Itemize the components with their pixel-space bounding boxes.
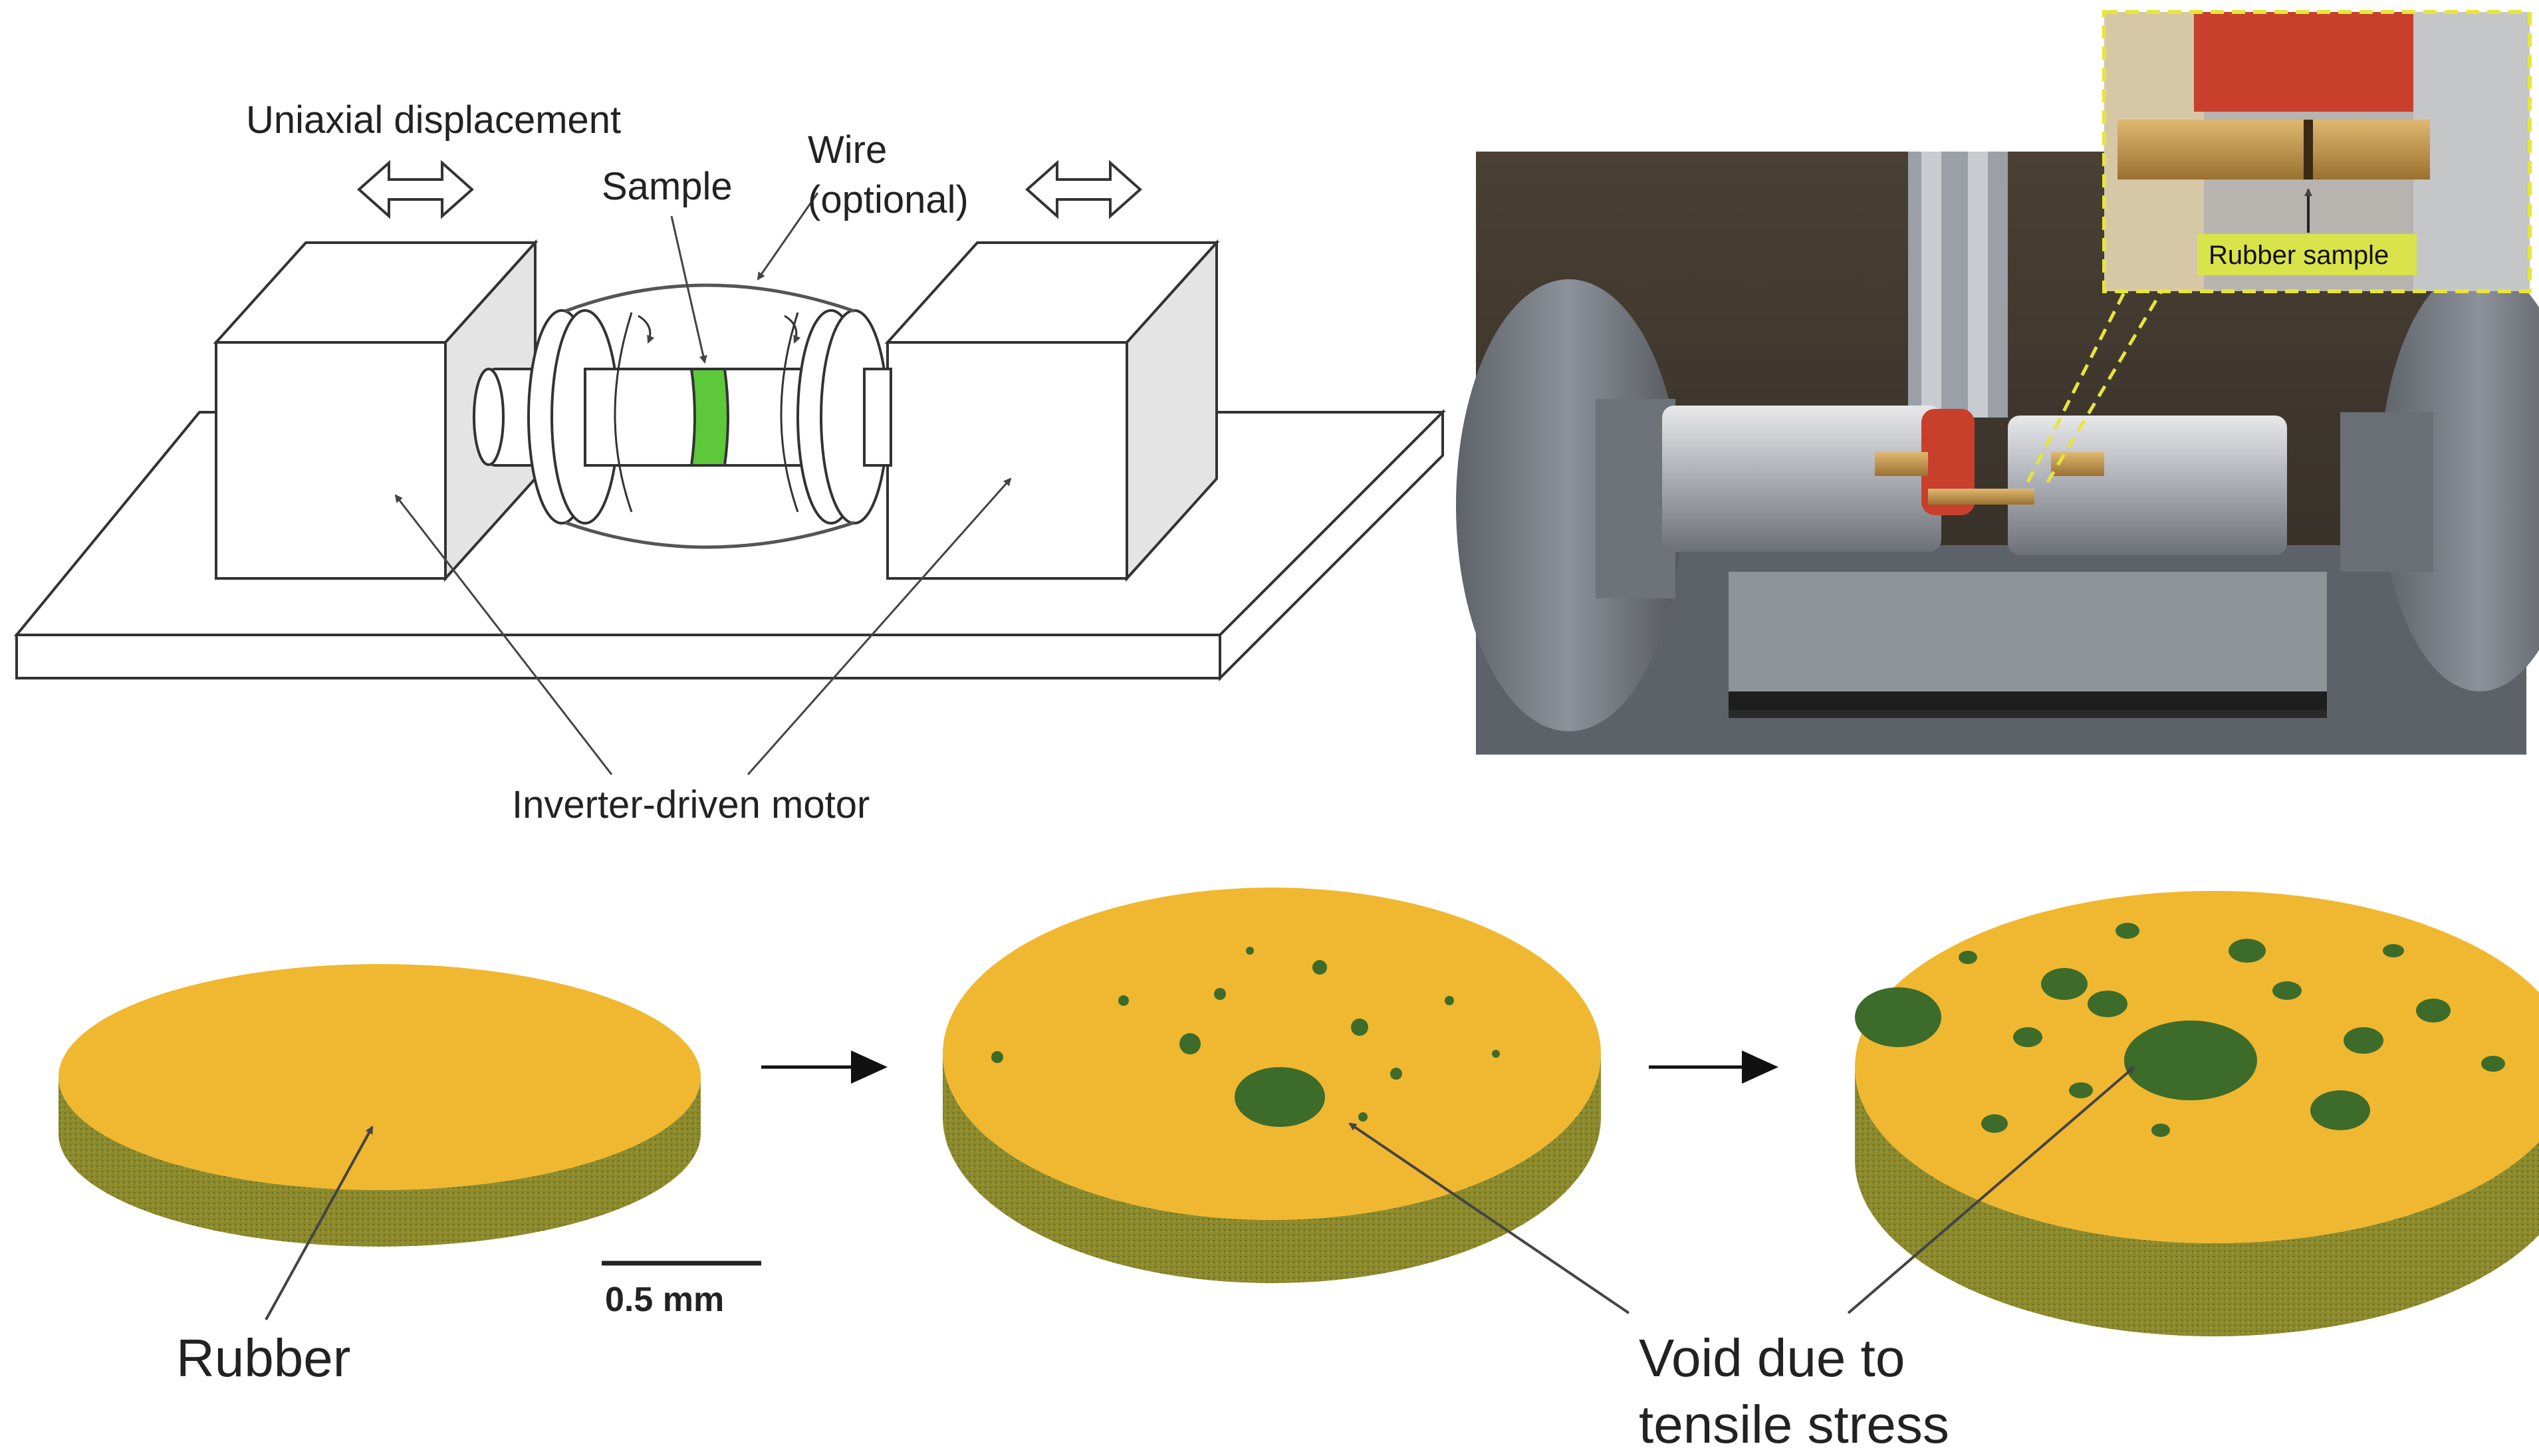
right-motor-block [884, 239, 1220, 582]
shaft-assembly [473, 283, 892, 549]
ct-disc-intact [59, 964, 701, 1247]
wire [564, 283, 855, 313]
label-rubber-sample: Rubber sample [2209, 241, 2389, 270]
left-motor-block [213, 239, 539, 582]
ct-disc-many-voids [1855, 891, 2539, 1336]
label-wire: Wire [808, 128, 887, 172]
schematic-diagram: Uniaxial displacement Sample Wire (optio… [13, 98, 1446, 826]
scale-bar: 0.5 mm [602, 1261, 761, 1319]
photo-right-coupling [2008, 416, 2287, 555]
void-large [1235, 1067, 1325, 1127]
rubber-sample-inset: Rubber sample [2102, 10, 2532, 293]
rubber-leader-line [265, 1126, 374, 1320]
photo-left-coupling [1662, 406, 1941, 552]
label-void-line2: tensile stress [1639, 1395, 1949, 1454]
void-largest [2124, 1021, 2257, 1100]
sample-band [689, 368, 729, 467]
motor-leader-right [747, 477, 1012, 775]
process-arrow-1-icon [761, 1050, 888, 1084]
rotation-arrow-left-icon [614, 312, 633, 513]
wire-leader-line [757, 192, 819, 281]
label-uniaxial-displacement: Uniaxial displacement [246, 98, 621, 142]
label-inverter-driven-motor: Inverter-driven motor [512, 783, 870, 826]
displacement-arrow-right-icon [1025, 160, 1143, 219]
process-arrow-2-icon [1649, 1050, 1778, 1084]
label-wire-optional: (optional) [808, 178, 969, 221]
rotation-arrow-right-icon [780, 312, 799, 513]
photo-right-motor [2380, 266, 2539, 691]
label-rubber: Rubber [176, 1328, 350, 1388]
base-plate-side [1219, 409, 1444, 681]
void-leader-line-2 [1847, 1066, 2135, 1314]
scale-bar-label: 0.5 mm [605, 1280, 724, 1319]
displacement-arrow-left-icon [356, 160, 475, 219]
motor-leader-left [394, 494, 613, 775]
void-leader-line-1 [1348, 1122, 1630, 1314]
label-sample: Sample [602, 165, 733, 208]
sample-leader-line [670, 215, 707, 364]
base-plate-front [15, 634, 1221, 679]
photo-left-motor [1456, 279, 1682, 731]
ct-disc-few-voids [943, 888, 1601, 1283]
label-void-line1: Void due to [1639, 1328, 1905, 1388]
